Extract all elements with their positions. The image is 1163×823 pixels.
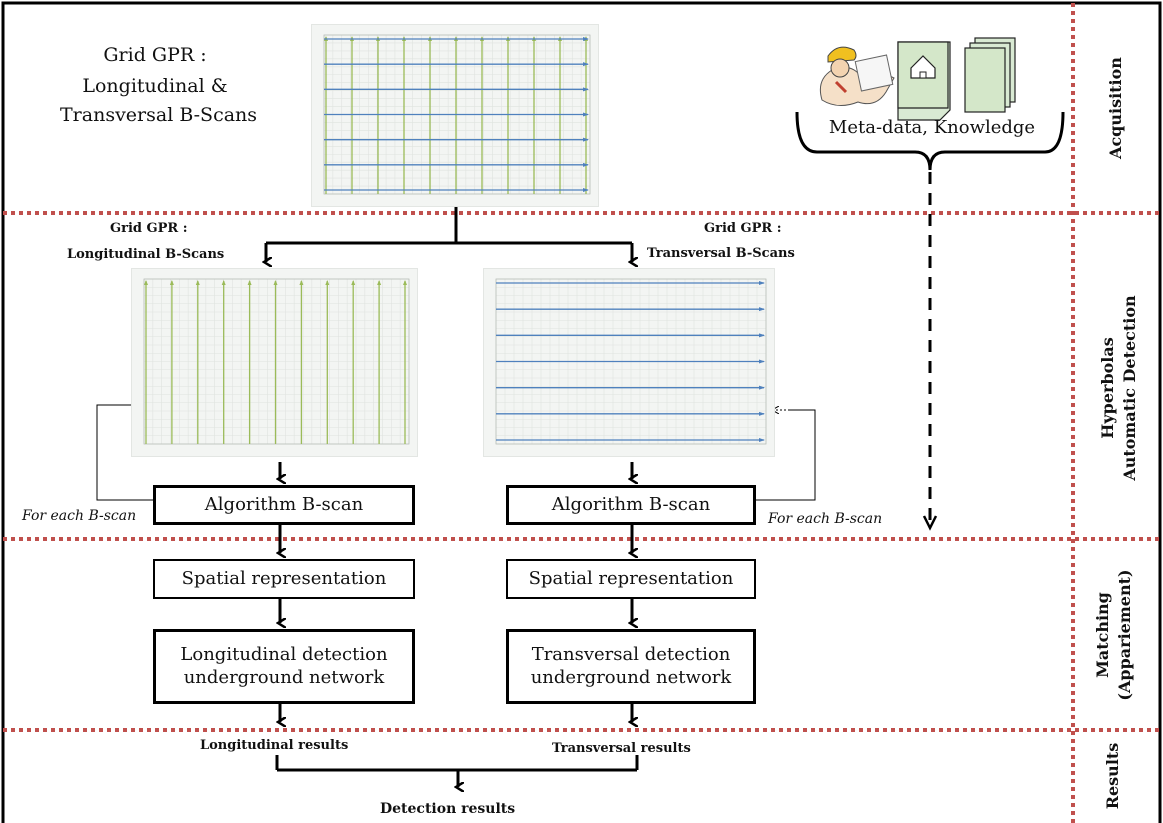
loop-right xyxy=(755,410,816,501)
grid-gpr-combined-image xyxy=(311,24,599,207)
longitudinal-grid-title-1: Grid GPR : xyxy=(110,221,188,236)
longitudinal-grid-title-2: Longitudinal B-Scans xyxy=(67,247,225,262)
acquisition-grid-title-2: Longitudinal & xyxy=(82,75,228,97)
engineer-icon xyxy=(819,46,895,106)
stage-label-acquisition: Acquisition xyxy=(1106,28,1126,188)
longitudinal-detection-line2: underground network xyxy=(183,666,385,688)
longitudinal-detection-box: Longitudinal detection underground netwo… xyxy=(153,629,415,704)
stage-detection-line1: Hyperbolas xyxy=(1098,337,1117,439)
spatial-representation-left: Spatial representation xyxy=(153,559,415,599)
stage-matching-line1: Matching xyxy=(1093,592,1112,678)
spatial-representation-right: Spatial representation xyxy=(506,559,756,599)
grid-gpr-transversal-image xyxy=(483,268,775,457)
results-merge-connector xyxy=(275,755,639,787)
transversal-detection-line1: Transversal detection xyxy=(531,644,731,665)
transversal-results-label: Transversal results xyxy=(552,741,691,756)
longitudinal-detection-line1: Longitudinal detection xyxy=(180,644,388,665)
fine-grid xyxy=(143,278,410,445)
transversal-detection-line2: underground network xyxy=(530,666,732,688)
stage-results-text: Results xyxy=(1103,742,1122,810)
algorithm-bscan-right: Algorithm B-scan xyxy=(506,485,756,525)
meta-data-arrowhead xyxy=(922,515,938,531)
meta-data-brace xyxy=(795,111,1065,171)
loop-left-label: For each B-scan xyxy=(22,508,137,524)
acquisition-grid-title-3: Transversal B-Scans xyxy=(60,104,258,126)
stage-label-detection: Hyperbolas Automatic Detection xyxy=(1097,268,1143,508)
stage-detection-line2: Automatic Detection xyxy=(1120,295,1139,481)
detection-results-label: Detection results xyxy=(380,801,516,817)
house-document-icon xyxy=(897,41,951,121)
split-connector xyxy=(266,207,632,262)
spatial-representation-left-label: Spatial representation xyxy=(181,567,387,589)
spatial-representation-right-label: Spatial representation xyxy=(528,567,734,589)
documents-stack-icon xyxy=(964,37,1016,113)
longitudinal-results-label: Longitudinal results xyxy=(200,738,349,753)
flow-arrows xyxy=(280,462,632,722)
acquisition-grid-title-1: Grid GPR : xyxy=(103,44,207,66)
transversal-grid-title-2: Transversal B-Scans xyxy=(647,246,795,261)
stage-matching-line2: (Appariement) xyxy=(1115,569,1134,701)
stage-label-matching: Matching (Appariement) xyxy=(1092,550,1138,720)
algorithm-bscan-left: Algorithm B-scan xyxy=(153,485,415,525)
loop-right-label: For each B-scan xyxy=(768,511,883,527)
algorithm-bscan-right-label: Algorithm B-scan xyxy=(551,493,711,515)
grid-gpr-longitudinal-image xyxy=(131,268,418,457)
stage-label-results: Results xyxy=(1103,731,1123,821)
transversal-detection-box: Transversal detection underground networ… xyxy=(506,629,756,704)
stage-acquisition-text: Acquisition xyxy=(1106,57,1125,159)
meta-data-label: Meta-data, Knowledge xyxy=(828,117,1036,138)
algorithm-bscan-left-label: Algorithm B-scan xyxy=(204,493,364,515)
transversal-grid-title-1: Grid GPR : xyxy=(704,221,782,236)
